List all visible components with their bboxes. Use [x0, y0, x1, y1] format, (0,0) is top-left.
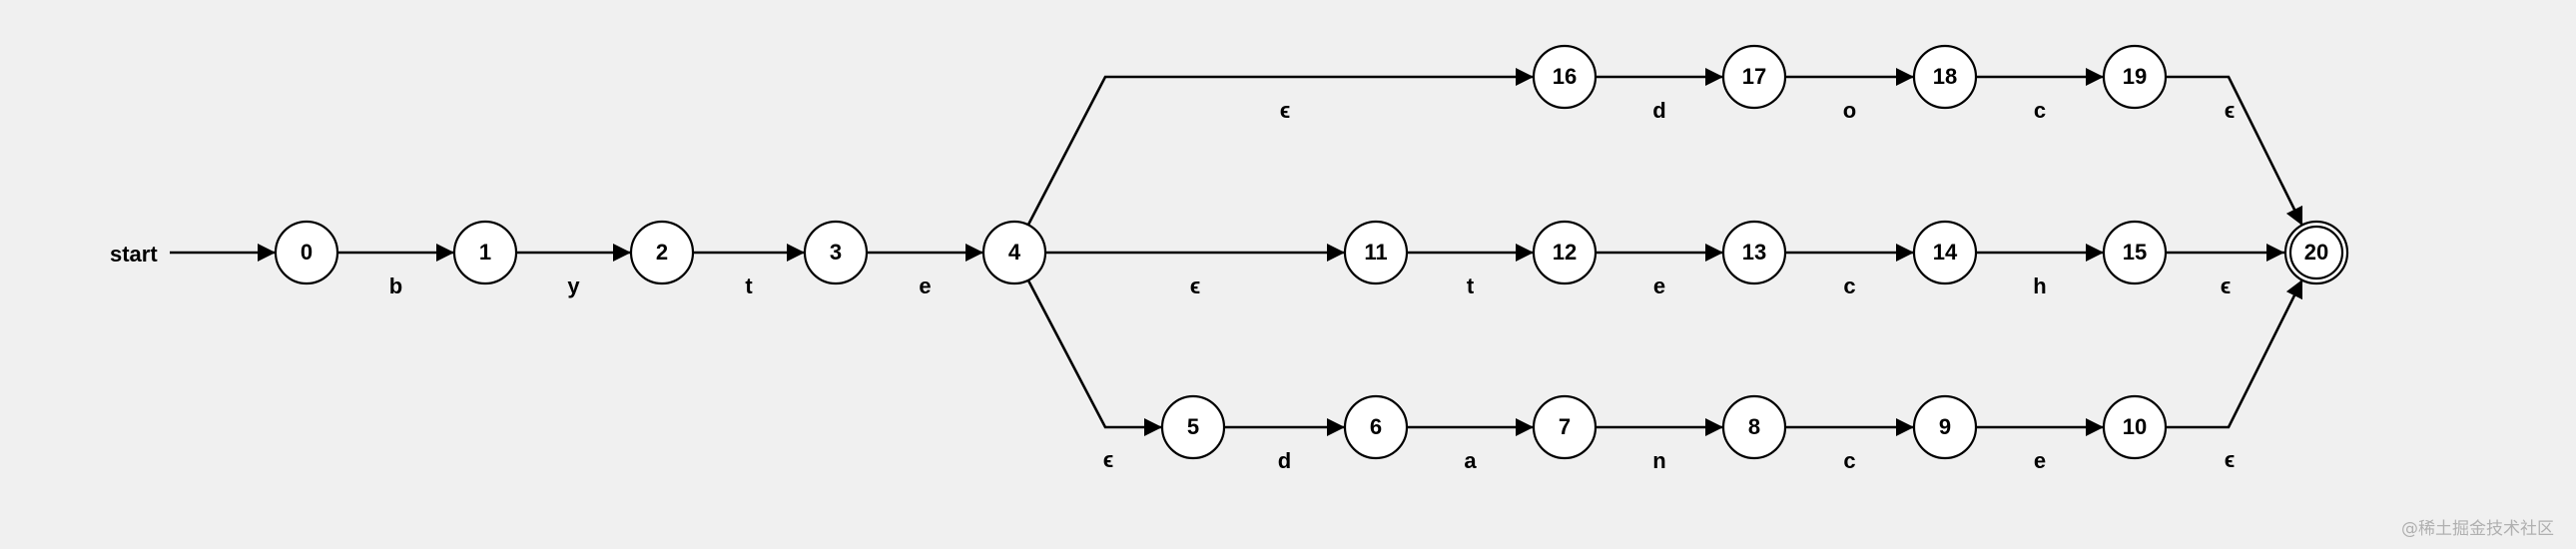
state-label-2: 2	[656, 240, 668, 265]
state-circle-9	[1912, 394, 1978, 460]
transition-label-12-to-13: e	[1653, 274, 1665, 298]
transition-labels-layer: b y t e ϵ d o c ϵ ϵ t e c h ϵ ϵ d a n c e ϵ	[389, 98, 2235, 473]
transition-label-17-to-18: o	[1843, 98, 1856, 123]
state-circle-6	[1343, 394, 1409, 460]
state-label-19: 19	[2123, 64, 2147, 89]
state-label-17: 17	[1742, 64, 1766, 89]
state-node-18: 18	[1912, 44, 1978, 110]
transition-label-16-to-17: d	[1652, 98, 1665, 123]
transition-label-10-to-20: ϵ	[2225, 447, 2236, 472]
transitions-layer	[170, 68, 2304, 436]
state-label-15: 15	[2123, 240, 2147, 265]
transition-arrow-4-to-16	[1026, 68, 1534, 226]
transition-label-13-to-14: c	[1843, 274, 1855, 298]
state-circle-13	[1721, 220, 1787, 285]
state-label-7: 7	[1559, 414, 1571, 439]
transition-label-3-to-4: e	[919, 274, 931, 298]
transition-label-19-to-20: ϵ	[2225, 98, 2236, 123]
accepting-inner-ring-20	[2288, 225, 2344, 280]
state-node-6: 6	[1343, 394, 1409, 460]
state-label-0: 0	[301, 240, 313, 265]
state-node-3: 3	[803, 220, 869, 285]
state-label-11: 11	[1364, 240, 1387, 265]
transition-label-18-to-19: c	[2034, 98, 2046, 123]
transition-label-7-to-8: n	[1652, 448, 1665, 473]
state-node-2: 2	[629, 220, 695, 285]
transition-label-11-to-12: t	[1467, 274, 1475, 298]
state-node-0: 0	[274, 220, 339, 285]
watermark: @稀土掘金技术社区	[2401, 519, 2554, 539]
state-label-10: 10	[2123, 414, 2147, 439]
state-node-17: 17	[1721, 44, 1787, 110]
state-circle-10	[2102, 394, 2168, 460]
transition-label-4-to-16: ϵ	[1280, 98, 1291, 123]
state-node-13: 13	[1721, 220, 1787, 285]
transition-label-15-to-20: ϵ	[2221, 274, 2232, 298]
state-circle-8	[1721, 394, 1787, 460]
state-label-16: 16	[1553, 64, 1577, 89]
state-node-19: 19	[2102, 44, 2168, 110]
state-node-11: 11	[1343, 220, 1409, 285]
transition-label-0-to-1: b	[389, 274, 402, 298]
state-node-7: 7	[1532, 394, 1598, 460]
transition-arrow-19-to-20	[2166, 75, 2304, 227]
state-label-5: 5	[1187, 414, 1199, 439]
state-node-8: 8	[1721, 394, 1787, 460]
state-label-13: 13	[1742, 240, 1766, 265]
state-label-8: 8	[1748, 414, 1760, 439]
state-node-20: 20	[2283, 220, 2349, 285]
state-circle-4	[981, 220, 1047, 285]
state-circle-5	[1160, 394, 1226, 460]
state-circle-2	[629, 220, 695, 285]
transition-label-8-to-9: c	[1843, 448, 1855, 473]
state-label-20: 20	[2304, 240, 2328, 265]
transition-label-5-to-6: d	[1278, 448, 1291, 473]
state-circle-11	[1343, 220, 1409, 285]
state-label-9: 9	[1939, 414, 1951, 439]
state-circle-14	[1912, 220, 1978, 285]
state-circle-3	[803, 220, 869, 285]
state-circle-1	[452, 220, 518, 285]
state-circle-15	[2102, 220, 2168, 285]
state-node-14: 14	[1912, 220, 1978, 285]
state-label-18: 18	[1933, 64, 1957, 89]
transition-label-4-to-11: ϵ	[1190, 274, 1201, 298]
state-node-15: 15	[2102, 220, 2168, 285]
state-circle-18	[1912, 44, 1978, 110]
state-label-12: 12	[1553, 240, 1577, 265]
state-node-12: 12	[1532, 220, 1598, 285]
transition-label-6-to-7: a	[1464, 448, 1477, 473]
state-label-14: 14	[1933, 240, 1958, 265]
transition-arrow-10-to-20	[2166, 278, 2304, 429]
state-circle-0	[274, 220, 339, 285]
transition-label-9-to-10: e	[2034, 448, 2046, 473]
transition-label-4-to-5: ϵ	[1103, 447, 1114, 472]
state-node-4: 4	[981, 220, 1047, 285]
state-node-5: 5	[1160, 394, 1226, 460]
state-circle-7	[1532, 394, 1598, 460]
state-label-3: 3	[830, 240, 842, 265]
state-circle-12	[1532, 220, 1598, 285]
state-node-16: 16	[1532, 44, 1598, 110]
state-circle-16	[1532, 44, 1598, 110]
transition-label-1-to-2: y	[567, 274, 580, 298]
state-node-9: 9	[1912, 394, 1978, 460]
state-label-1: 1	[479, 240, 491, 265]
transition-label-2-to-3: t	[745, 274, 753, 298]
state-node-10: 10	[2102, 394, 2168, 460]
state-label-4: 4	[1008, 240, 1021, 265]
state-node-1: 1	[452, 220, 518, 285]
state-label-6: 6	[1370, 414, 1382, 439]
transition-arrow-4-to-5	[1026, 279, 1162, 436]
state-circle-19	[2102, 44, 2168, 110]
transition-label-14-to-15: h	[2033, 274, 2046, 298]
start-label: start	[110, 242, 158, 267]
state-circle-17	[1721, 44, 1787, 110]
